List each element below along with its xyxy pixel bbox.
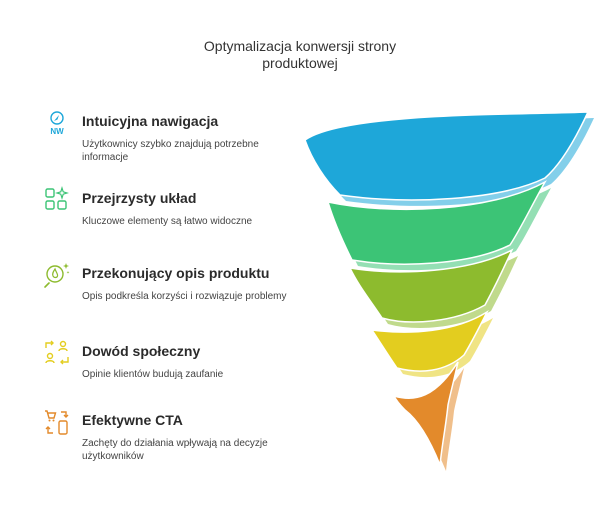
- funnel-band-2: [326, 180, 547, 265]
- funnel-band-1: [304, 111, 590, 201]
- sparkle-magnifier-icon: [44, 262, 70, 288]
- step-heading: Intuicyjna nawigacja: [82, 113, 219, 129]
- title-line-1: Optymalizacja konwersji strony: [203, 38, 397, 54]
- funnel-graphic: [304, 111, 594, 471]
- step-heading: Przekonujący opis produktu: [82, 265, 270, 281]
- diagram-title: Optymalizacja konwersji strony produktow…: [140, 38, 460, 72]
- step-description: Kluczowe elementy są łatwo widoczne: [82, 216, 253, 227]
- step-description: Opinie klientów budują zaufanie: [82, 369, 224, 380]
- funnel-band-5: [392, 361, 459, 466]
- step-description: Użytkownicy szybko znajdują potrzebne in…: [82, 139, 259, 163]
- cart-phone-icon: [44, 409, 70, 435]
- step-description: Zachęty do działania wpływają na decyzje…: [82, 438, 268, 462]
- compass-nw-icon: NW: [44, 110, 70, 136]
- funnel-band-3: [348, 248, 514, 323]
- step-description: Opis podkreśla korzyści i rozwiązuje pro…: [82, 291, 287, 302]
- people-exchange-icon: [44, 340, 70, 366]
- step-heading: Przejrzysty układ: [82, 190, 197, 206]
- title-line-2: produktowej: [262, 55, 338, 71]
- layout-grid-icon: [44, 186, 70, 213]
- compass-nw-label: NW: [50, 127, 64, 136]
- step-heading: Efektywne CTA: [82, 412, 183, 428]
- funnel-band-4: [370, 309, 489, 372]
- step-heading: Dowód społeczny: [82, 343, 201, 359]
